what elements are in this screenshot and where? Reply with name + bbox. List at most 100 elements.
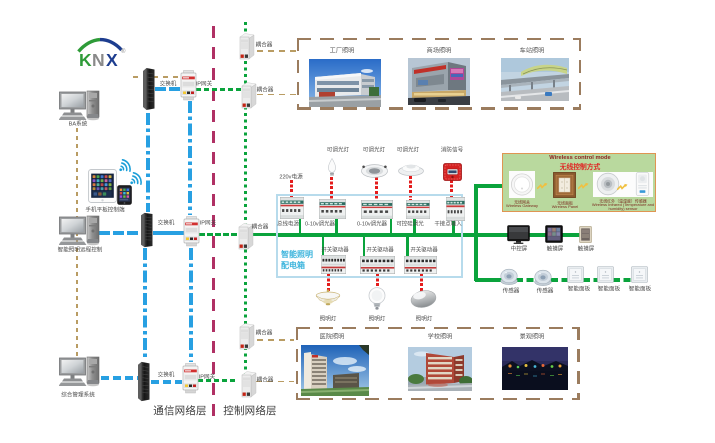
switch-icon-2 — [140, 212, 154, 248]
wireless-sensor-tile — [593, 171, 653, 197]
bus-right-trunk — [473, 184, 478, 281]
wireless-gateway-label-zh: 无线网关 — [514, 200, 530, 205]
bus-screen-link2 — [562, 232, 581, 237]
smart-panel-icon-2 — [597, 266, 614, 283]
top-tan-link-line — [133, 76, 186, 78]
actuator-label-2: 开关驱动器 — [366, 247, 394, 253]
module-dry-contact-icon — [446, 197, 465, 221]
coupler-app-link4 — [256, 380, 294, 383]
computer-integrated-icon — [59, 356, 102, 387]
coupler-label-5: 耦合器 — [256, 377, 274, 384]
wifi-icon-2 — [128, 168, 145, 185]
stub-module2 — [335, 218, 338, 235]
lamp-line-3 — [419, 274, 423, 291]
photo-hospital — [301, 344, 369, 396]
computer-integrated-label: 综合管理系统 — [61, 392, 95, 399]
lamp-label-1: 照明灯 — [319, 316, 337, 322]
wireless-sensor-label-en1: Wireless Infrared (Temperature and — [591, 202, 655, 207]
smart-panel-icon-1 — [567, 266, 584, 283]
application-box-top-edge-right — [578, 37, 581, 110]
power-line-220v — [289, 180, 293, 198]
bus-coupler-to-box — [251, 232, 278, 237]
fire-signal-line — [450, 180, 453, 197]
photo-landscape — [501, 347, 568, 390]
input-label-dim1: 可调光灯 — [326, 147, 350, 154]
smart-panel-label-1: 智能面板 — [567, 286, 590, 293]
wireless-ir-sensor-icon — [597, 173, 619, 195]
module-scr-dimmer-icon — [406, 200, 430, 219]
coupler-label-2: 耦合器 — [256, 87, 274, 94]
lamp-bulb-icon — [367, 287, 387, 311]
application-box-bottom-edge-top — [295, 327, 580, 330]
touchscreen-label-2: 触摸屏 — [577, 246, 595, 253]
knx-h-row2 — [199, 232, 237, 236]
module-label-bus-power: 总线电源 — [277, 221, 299, 227]
stub-module5 — [452, 220, 455, 235]
dimmable-downlight-icon — [361, 164, 388, 178]
switch-label-3: 交换机 — [157, 372, 175, 379]
actuator-icon-2 — [360, 256, 395, 274]
photo-factory — [309, 59, 381, 107]
tablet-icon — [88, 169, 117, 203]
input-label-fire: 消防信号 — [440, 147, 464, 154]
touchscreen-icon-2 — [579, 226, 592, 243]
application-box-top — [297, 37, 581, 110]
lan-h-row2a — [99, 230, 142, 235]
module-label-dry-contact: 干接点输入 — [433, 221, 462, 227]
bus-main — [277, 233, 461, 237]
actuator-icon-3 — [404, 256, 437, 274]
coupler-icon-2 — [240, 81, 258, 109]
load-line-downlight — [374, 177, 378, 201]
gateway-icon-1 — [180, 70, 197, 101]
bus-to-screens — [461, 232, 508, 237]
input-label-220v: 220v电源 — [279, 174, 303, 181]
stub-module1 — [298, 218, 302, 235]
app-label-station: 车站照明 — [519, 47, 544, 55]
actuator-icon-1 — [321, 255, 346, 274]
stub-module4 — [413, 219, 416, 235]
touchscreen-label-1: 触摸屏 — [546, 246, 563, 253]
wireless-th-sensor-icon — [636, 172, 648, 195]
wireless-panel-label-en: Wireless Panel — [551, 205, 578, 210]
dimmable-candle-icon — [327, 158, 337, 178]
backbone-line — [211, 26, 215, 418]
central-screen-icon — [507, 225, 530, 245]
lamp-line-2 — [375, 274, 379, 289]
coupler-label-1: 耦合器 — [255, 42, 273, 49]
fire-alarm-icon — [443, 163, 462, 181]
computer-ba-label: BA系统 — [68, 121, 88, 128]
lan-switch-v1 — [146, 113, 150, 212]
application-box-top-edge-top — [297, 37, 581, 40]
wireless-box-title-zh: 无线控制方式 — [559, 162, 601, 171]
stub-actuator2 — [362, 236, 366, 257]
phone-icon — [117, 185, 132, 205]
coupler-label-3: 耦合器 — [251, 224, 269, 230]
module-bus-power-icon — [280, 197, 304, 219]
load-line-ceiling — [409, 176, 412, 201]
switch-icon-1 — [142, 67, 156, 111]
computer-remote-icon — [59, 215, 102, 246]
distribution-box-title-line1: 智能照明 — [281, 250, 313, 259]
mobile-label: 手机平板控制端 — [85, 207, 125, 213]
lan-gateway-v1 — [187, 101, 192, 215]
photo-school — [407, 347, 472, 391]
wireless-panel-icon — [554, 172, 576, 197]
module-label-scr-dimmer: 可控硅调光 — [396, 221, 424, 227]
layer-label-control: 控制网络层 — [223, 405, 277, 417]
wireless-gateway-label-en: Wireless Gateway — [506, 204, 538, 209]
lan-h-row2b — [153, 230, 185, 235]
bus-field-link2 — [551, 277, 569, 282]
sensor-icon-1 — [500, 268, 518, 285]
lan-gateway-v2 — [188, 248, 193, 362]
knx-logo-n: N — [92, 50, 105, 69]
lamp-label-2: 照明灯 — [368, 316, 385, 322]
wireless-zap-icon-1 — [537, 182, 548, 191]
switch-label-1: 交换机 — [159, 81, 177, 88]
smart-panel-icon-3 — [631, 266, 648, 283]
central-screen-label: 中控屏 — [510, 246, 527, 253]
sensor-label-1: 传感器 — [502, 288, 519, 294]
application-box-bottom-edge-left — [295, 327, 298, 400]
application-box-bottom-edge-bottom — [295, 397, 580, 400]
wireless-panel-tile — [553, 172, 576, 203]
bus-field-link1 — [516, 277, 536, 282]
